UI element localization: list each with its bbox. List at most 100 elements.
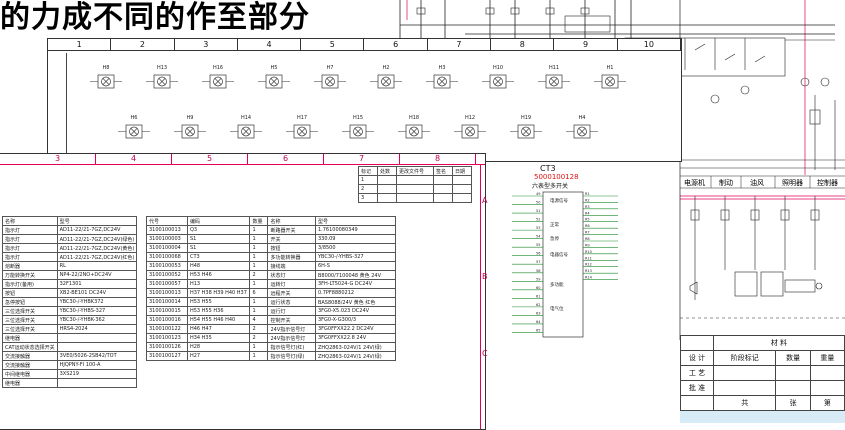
right-schematic-drawing [399, 0, 845, 340]
tb-process: 工 艺 [680, 365, 714, 381]
tb-cell [680, 395, 714, 411]
lamp-label: H11 [548, 65, 560, 71]
ct3-pin-label: R1 [585, 192, 590, 196]
tb-approve: 批 准 [680, 380, 714, 396]
cell: 3100100003 [146, 234, 188, 244]
revision-table: 标记 处数 更改文件号 签名 日期 1 2 3 [358, 166, 472, 203]
lamp-label: H9 [186, 115, 194, 121]
ct3-pin-label: R13 [585, 269, 592, 273]
lamp-H5: H5 [254, 65, 294, 95]
header-label-3: 照明器 [782, 179, 803, 187]
ct3-pin-label: R7 [585, 231, 590, 235]
lamp-H14: H14 [226, 115, 266, 145]
cell: 3100100122 [146, 324, 188, 334]
cell: 3FG0FFXX22.2 DC24V [314, 324, 397, 334]
lamp-icon [538, 74, 570, 89]
cell: 1 [249, 234, 269, 244]
cell-name: 继电器 [2, 378, 58, 388]
ct3-pin-label: 51 [536, 209, 540, 213]
lamp-label: H8 [102, 65, 110, 71]
cell-name: 交流接触器 [2, 360, 58, 370]
page-title: 的力成不同的作至部分 [0, 0, 310, 35]
lamp-label: H15 [352, 115, 364, 121]
cell: 3FG0-X-G300/3 [314, 315, 397, 325]
cell-model: 3VE0/5026-2SB42/TOT [56, 351, 138, 361]
cell: 3100100013 [146, 225, 188, 235]
cell: 3100100127 [146, 351, 188, 361]
cell: 1 [249, 243, 269, 253]
cell-model: HRS4-2024 [56, 324, 138, 334]
lamp-label: H4 [578, 115, 586, 121]
cell: 2 [249, 333, 269, 343]
cell-model: 型号 [56, 216, 138, 226]
ct3-pin-label: 63 [536, 311, 540, 315]
ct3-inner-label: 多功能 [550, 281, 564, 288]
lamp-icon [314, 74, 346, 89]
rev-cell [433, 175, 453, 185]
ct3-pin-label: 50 [536, 201, 540, 205]
cell-model: RL [56, 261, 138, 271]
ruler-cell-3: 3 [175, 39, 238, 50]
rev-row-num: 3 [358, 193, 378, 203]
lamp-H7: H7 [310, 65, 350, 95]
cell-name: 三位选择开关 [2, 306, 58, 316]
lamp-H19: H19 [506, 115, 546, 145]
ruler-cell-5: 5 [301, 39, 365, 50]
lamp-label: H19 [520, 115, 532, 121]
table-row: 名称型号 [2, 216, 138, 226]
cell: 接线端 [267, 261, 316, 271]
cell: H37 H38 H39 H40 H37 [186, 288, 251, 298]
rev-cell [377, 184, 397, 194]
lamp-icon [426, 74, 458, 89]
tb-cell [809, 365, 845, 381]
cell-name: 熔断器 [2, 261, 58, 271]
ruler-cell-3: 3 [20, 154, 96, 164]
cell: H27 [186, 351, 251, 361]
cell: H48 [186, 261, 251, 271]
lamp-label: H18 [408, 115, 420, 121]
table-row: 指示灯(备用)32F1301 [2, 279, 138, 289]
ct3-pin-label: 60 [536, 286, 540, 290]
lamp-panel [66, 53, 667, 153]
tb-cell [712, 365, 777, 381]
tb-sheets: 张 [775, 395, 811, 411]
ruler-cell-7: 7 [324, 154, 400, 164]
rev-h4: 日期 [452, 166, 472, 176]
cell: 3FH-LT5024-G DC24V [314, 279, 397, 289]
lamp-label: H1 [606, 65, 614, 71]
ct3-pin-label: 57 [536, 260, 540, 264]
cell: 开关 [267, 234, 316, 244]
tb-blank [680, 335, 714, 351]
cell: 3FG0-X5.023 DC24V [314, 306, 397, 316]
table-row: 继电器 [2, 378, 138, 388]
tb-cell [809, 380, 845, 396]
ruler-cell-10: 10 [618, 39, 681, 50]
lamp-H8: H8 [86, 65, 126, 95]
cell: 3100100123 [146, 333, 188, 343]
rev-cell [396, 175, 434, 185]
rev-row-num: 2 [358, 184, 378, 194]
cell: BAS8088/24V 黄色 红色 [314, 297, 397, 307]
lamp-label: H7 [326, 65, 334, 71]
lamp-icon [510, 124, 542, 139]
ct3-pin-label: 62 [536, 303, 540, 307]
ruler-cell-8: 8 [400, 154, 476, 164]
lamp-label: H5 [270, 65, 278, 71]
cell-name: 指示灯 [2, 225, 58, 235]
cell-name: 指示灯 [2, 234, 58, 244]
cell: 3100100068 [146, 252, 188, 262]
